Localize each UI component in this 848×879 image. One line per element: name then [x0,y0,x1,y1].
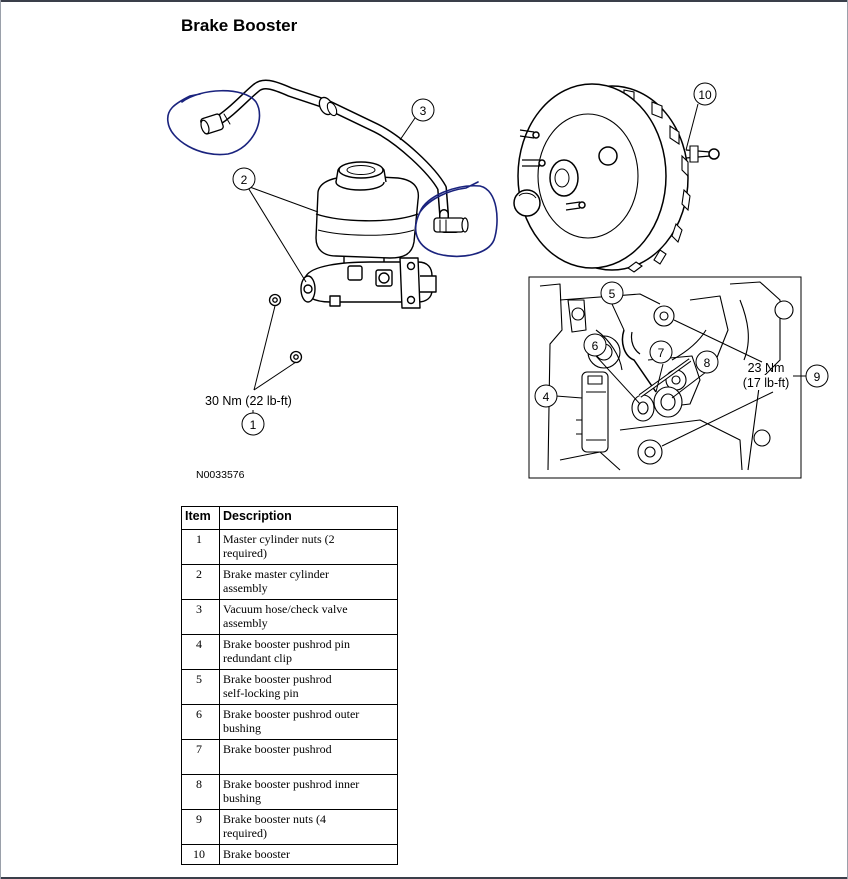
table-cell-item: 6 [181,704,220,740]
callouts: 1 2 3 4 5 6 7 8 [232,82,829,436]
table-row: 10 Brake booster [181,844,398,865]
callout-4: 4 [534,384,558,408]
table-cell-item: 9 [181,809,220,845]
page-title: Brake Booster [181,16,298,35]
svg-text:4: 4 [543,390,550,404]
callout-8: 8 [695,350,719,374]
torque-label-booster-line2: (17 lb-ft) [743,376,790,390]
vacuum-hose-assembly [200,79,469,233]
table-cell-item: 10 [181,844,220,865]
leader-lines [246,103,806,447]
window-frame-left [0,0,1,879]
annotation-circle-hose-end [166,89,261,156]
callout-2: 2 [232,167,256,191]
table-cell-description: Brake booster pushrod [219,739,398,775]
table-cell-item: 1 [181,529,220,565]
master-cylinder-nuts [268,293,303,364]
svg-text:2: 2 [241,173,248,187]
svg-text:9: 9 [814,370,821,384]
window-frame-top [0,0,848,2]
svg-text:5: 5 [609,287,616,301]
table-header-row: Item Description [181,506,398,530]
callout-10: 10 [693,82,717,106]
torque-label-booster-line1: 23 Nm [748,361,785,375]
annotation-circle-check-valve [414,181,498,258]
callout-3: 3 [411,98,435,122]
brake-booster-diagram: 1 2 3 4 5 6 7 8 [166,79,829,481]
svg-text:1: 1 [250,418,257,432]
callout-7: 7 [649,340,673,364]
figure-id: N0033576 [196,469,245,481]
table-cell-item: 2 [181,564,220,600]
master-cylinder-assembly [300,161,437,309]
table-cell-item: 5 [181,669,220,705]
callout-1: 1 [241,412,265,436]
table-row: 7 Brake booster pushrod [181,739,398,775]
torque-label-master-cylinder: 30 Nm (22 lb-ft) [205,394,292,408]
annotation-marks [166,89,498,258]
table-cell-item: 3 [181,599,220,635]
svg-text:10: 10 [698,88,712,102]
svg-text:3: 3 [420,104,427,118]
item-description-table: Item Description 1 Master cylinder nuts … [181,506,398,865]
table-header-description: Description [219,506,398,530]
table-cell-item: 4 [181,634,220,670]
brake-booster-unit [513,83,720,273]
svg-text:8: 8 [704,356,711,370]
window-frame-bottom [0,877,848,879]
svg-text:7: 7 [658,346,665,360]
table-cell-description: Brake booster [219,844,398,865]
table-cell-item: 7 [181,739,220,775]
callout-5: 5 [600,281,624,305]
table-cell-item: 8 [181,774,220,810]
callout-9: 9 [805,364,829,388]
table-header-item: Item [181,506,220,530]
callout-6: 6 [583,333,607,357]
svg-text:6: 6 [592,339,599,353]
